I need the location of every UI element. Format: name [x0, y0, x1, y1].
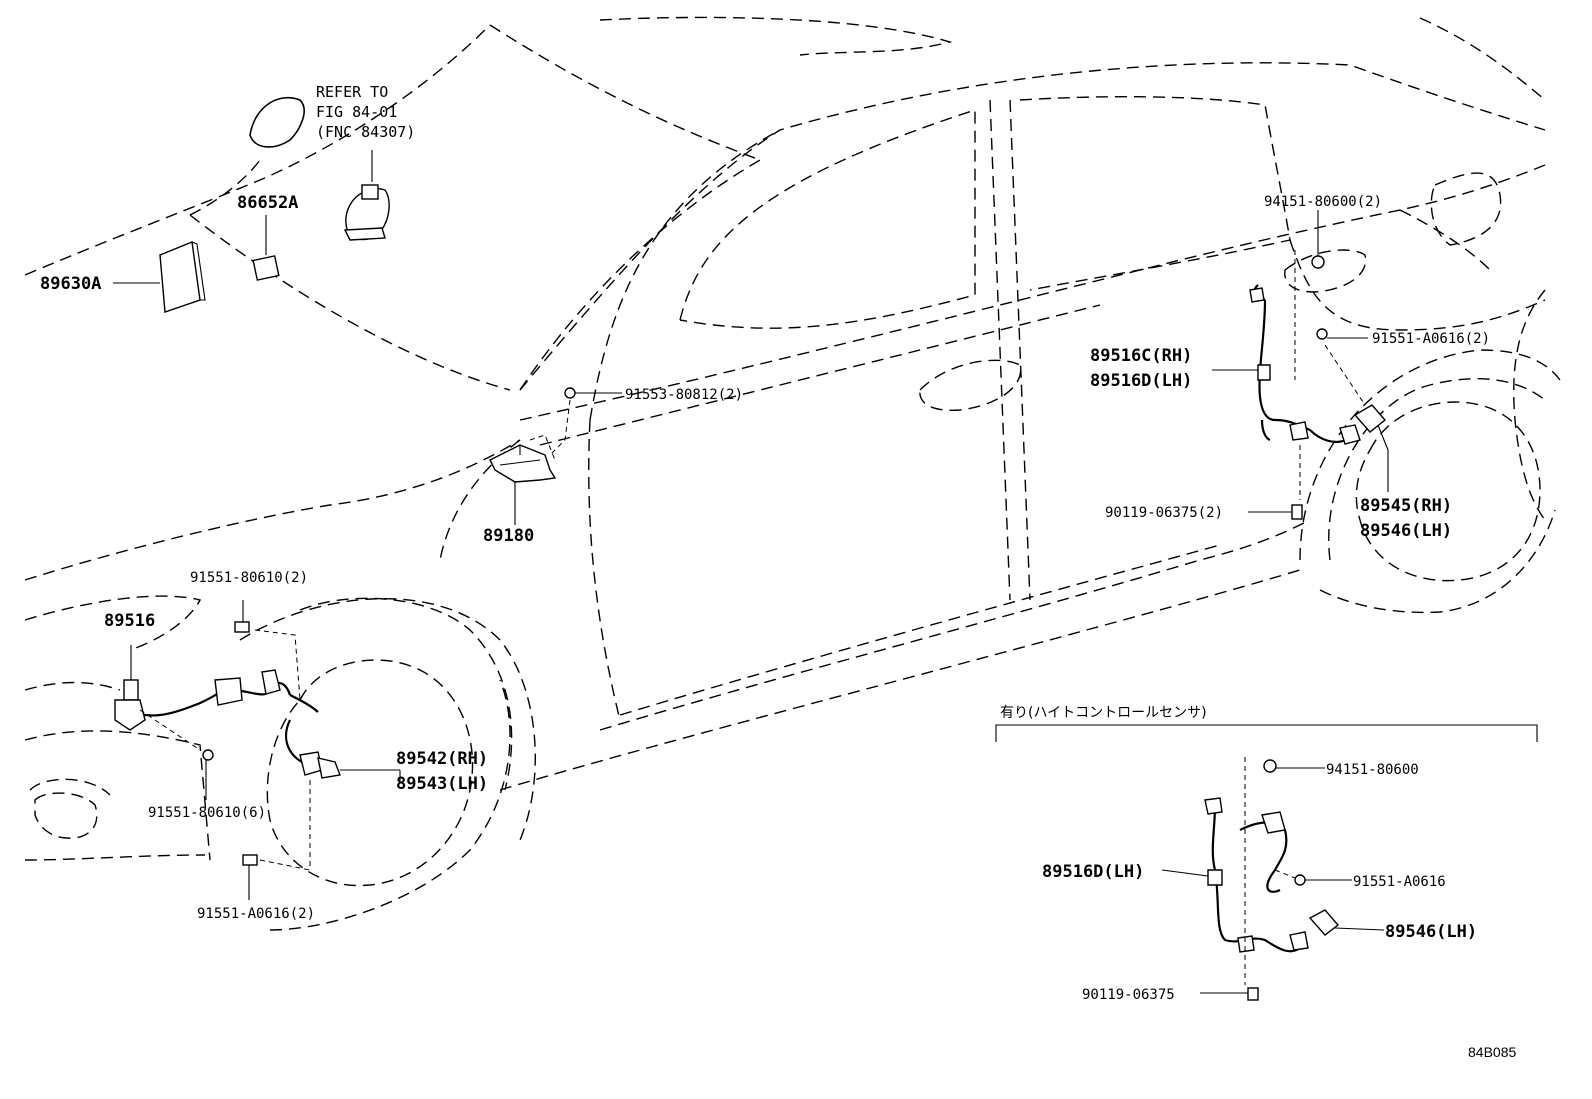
labels: REFER TO FIG 84-01 (FNC 84307) 86652A 89…: [40, 83, 1516, 1060]
inset-label-91551-a0616: 91551-A0616: [1353, 874, 1446, 890]
leader-lines: [113, 282, 401, 782]
label-91551-80610-2: 91551-80610(2): [190, 570, 308, 586]
reference-line-3: (FNC 84307): [316, 123, 415, 141]
label-89516: 89516: [104, 611, 155, 631]
part-shapes: [114, 150, 1389, 900]
label-89630a: 89630A: [40, 274, 101, 294]
label-91551-a0616-2-front: 91551-A0616(2): [197, 906, 315, 922]
inset-height-control: [995, 724, 1538, 1001]
label-90119-06375-2: 90119-06375(2): [1105, 505, 1223, 521]
figure-code: 84B085: [1468, 1044, 1516, 1060]
label-89542-rh: 89542(RH): [396, 749, 488, 769]
reference-line-2: FIG 84-01: [316, 103, 397, 121]
clip-86652a-icon: [252, 215, 280, 281]
label-89543-lh: 89543(LH): [396, 774, 488, 794]
inset-label-94151-80600: 94151-80600: [1326, 762, 1419, 778]
label-89180: 89180: [483, 526, 534, 546]
inset-label-89516d-lh: 89516D(LH): [1042, 862, 1144, 882]
label-91551-80610-6: 91551-80610(6): [148, 805, 266, 821]
car-body-outline: [24, 16, 1561, 931]
inset-harness-icon: [1161, 757, 1385, 1001]
computer-89630a-icon: [159, 241, 206, 313]
yaw-rate-sensor-89180-icon: [489, 387, 622, 525]
label-86652a: 86652A: [237, 193, 298, 213]
rear-harness-89516c-icon: [1212, 210, 1389, 520]
front-harness-89516-icon: [114, 600, 400, 900]
label-94151-80600-2: 94151-80600(2): [1264, 194, 1382, 210]
label-89516c-rh: 89516C(RH): [1090, 346, 1192, 366]
inset-label-89546-lh: 89546(LH): [1385, 922, 1477, 942]
inset-heading: 有り(ハイトコントロールセンサ): [1000, 705, 1207, 721]
spiral-cable-icon: [343, 150, 390, 241]
reference-line-1: REFER TO: [316, 83, 388, 101]
label-89516d-lh: 89516D(LH): [1090, 371, 1192, 391]
label-91553-80812: 91553-80812(2): [625, 387, 743, 403]
inset-label-90119-06375: 90119-06375: [1082, 987, 1175, 1003]
label-89546-lh: 89546(LH): [1360, 521, 1452, 541]
label-89545-rh: 89545(RH): [1360, 496, 1452, 516]
label-91551-a0616-2-rear: 91551-A0616(2): [1372, 331, 1490, 347]
